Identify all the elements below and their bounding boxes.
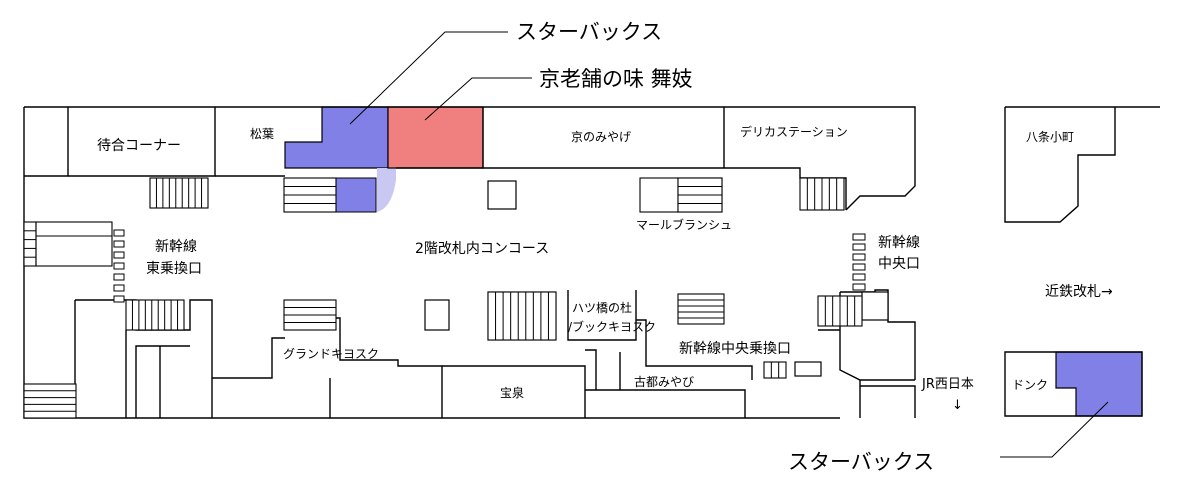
callout-lines — [349, 31, 1109, 458]
escalator-center — [677, 293, 725, 325]
gate-block-center — [852, 253, 866, 261]
label-koto-miyabi: 古都みやび — [634, 374, 694, 389]
gate-block-center — [852, 273, 866, 281]
gate-block-east — [113, 251, 125, 259]
stairs-waiting — [149, 177, 209, 209]
label-hachijo-komachi: 八条小町 — [1026, 130, 1074, 144]
label-housen: 宝泉 — [500, 386, 524, 400]
starbucks-counter — [335, 177, 377, 213]
gate-block-center — [852, 283, 866, 291]
label-hatsuhashi-1: ハツ橋の杜 — [572, 300, 632, 315]
gate-block-center — [852, 243, 866, 251]
gate-turnstile — [763, 361, 787, 379]
label-kintetsu-gate[interactable]: 近鉄改札→ — [1045, 284, 1113, 300]
maiko-shop[interactable] — [387, 106, 484, 169]
callout-starbucks-top: スターバックス — [516, 20, 662, 44]
stairs-left-bottom — [23, 383, 77, 419]
gate-block-center — [852, 233, 866, 241]
stairs-group — [23, 177, 866, 419]
stairs-left-edge — [23, 221, 37, 267]
gate-block-center — [852, 263, 866, 271]
starbucks-shop-top[interactable] — [284, 106, 389, 169]
pillars — [424, 180, 889, 331]
label-grand-kiosk: グランドキヨスク — [283, 347, 379, 361]
shop-marle-block — [639, 177, 679, 213]
label-deli-station: デリカステーション — [740, 124, 848, 139]
gate-block-east — [113, 240, 125, 248]
escalator-hatsuhashi-v — [487, 291, 557, 341]
gate-block-east — [113, 295, 125, 303]
gate-block-east — [113, 229, 125, 237]
label-donq: ドンク — [1012, 378, 1048, 392]
label-jr-west-arrow: ↓ — [952, 398, 963, 413]
label-center-transfer: 新幹線中央乗換口 — [679, 340, 791, 357]
label-shinkansen-center-2: 中央口 — [878, 256, 920, 272]
label-hatsuhashi-2: /ブックキヨスク — [568, 319, 656, 334]
label-shinkansen-east-1: 新幹線 — [155, 238, 197, 255]
callout-maiko: 京老舗の味 舞妓 — [539, 67, 693, 91]
label-waiting-corner: 待合コーナー — [97, 138, 181, 154]
stairs-left-frame — [35, 221, 113, 267]
label-kyo-miyage: 京のみやげ — [571, 130, 631, 144]
gate-block-east — [113, 273, 125, 281]
stairs-east-gate — [125, 299, 185, 331]
label-shinkansen-center-1: 新幹線 — [878, 234, 920, 251]
label-jr-west: JR西日本 — [921, 377, 974, 392]
label-marle-blanche: マールブランシュ — [636, 217, 732, 232]
starbucks-seating-light — [377, 168, 396, 212]
label-shinkansen-east-2: 東乗換口 — [146, 261, 202, 277]
callout-starbucks-bottom: スターバックス — [788, 450, 934, 474]
building-outline — [23, 106, 1160, 419]
gate-block-east — [113, 284, 125, 292]
label-concourse: 2階改札内コンコース — [415, 241, 549, 257]
gate-block-east — [113, 262, 125, 270]
label-matsuba: 松葉 — [250, 127, 274, 141]
starbucks-shop-bottom[interactable] — [1055, 351, 1143, 417]
